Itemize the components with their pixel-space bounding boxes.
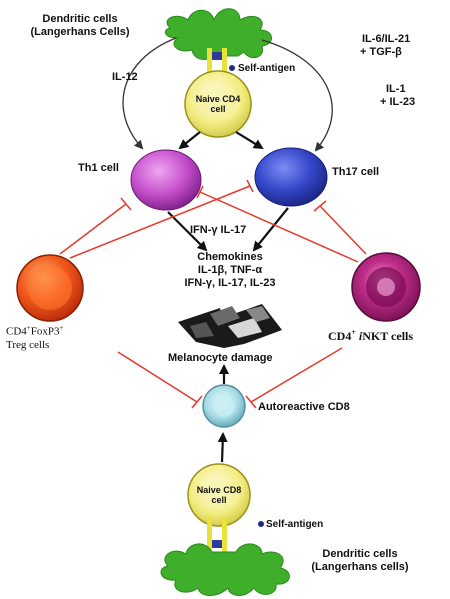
treg-label-line2: Treg cells <box>6 338 50 351</box>
autoreactive-cd8-cell <box>202 384 246 428</box>
il23-label: + IL-23 <box>380 96 416 108</box>
arrow-naive-to-th17 <box>235 131 264 150</box>
ifn-il17-label: IFN-γ IL-17 <box>190 224 247 236</box>
naive-cd4-cell <box>184 70 252 138</box>
top-dendritic-cell <box>164 8 272 82</box>
il12-label: IL-12 <box>112 71 138 83</box>
naive-cd4-label-line2: cell <box>210 104 226 114</box>
bottom-dendritic-label-line1: Dendritic cells <box>322 548 398 560</box>
top-dendritic-label: Dendritic cells (Langerhans Cells) <box>18 13 142 39</box>
treg-prefix: CD4 <box>6 325 27 338</box>
arrow-naive-cd8-to-cd8 <box>217 432 228 463</box>
inhibit-treg-cd8 <box>117 351 203 409</box>
inkt-cell <box>351 252 421 322</box>
th17-cell <box>254 147 328 207</box>
inkt-italic: i <box>358 329 363 343</box>
il6-il21-label: IL-6/IL-21 <box>362 33 411 45</box>
chemokines-block: Chemokines IL-1β, TNF-α IFN-γ, IL-17, IL… <box>150 251 310 290</box>
naive-cd8-label: Naive CD8 cell <box>189 485 249 505</box>
bottom-dendritic-label-line2: (Langerhans cells) <box>311 561 409 573</box>
th17-label: Th17 cell <box>332 166 380 178</box>
inhibit-inkt-cd8 <box>245 347 343 409</box>
treg-label: CD4+FoxP3+ Treg cells <box>6 322 63 352</box>
bottom-dendritic-label: Dendritic cells (Langerhans cells) <box>296 548 424 574</box>
top-dendritic-label-line2: (Langerhans Cells) <box>30 26 130 38</box>
arrow-th17-to-chemokines <box>252 207 289 252</box>
chemokines-title: Chemokines <box>197 251 263 263</box>
self-antigen-bottom-label: Self-antigen <box>266 519 324 530</box>
chemokines-line2: IL-1β, TNF-α <box>197 264 263 276</box>
inhibit-inkt-th1 <box>196 185 359 263</box>
inkt-sup: + <box>351 328 356 337</box>
treg-label-line1: CD4+FoxP3+ <box>6 322 63 339</box>
tgfb-label: + TGF-β <box>360 46 402 58</box>
th1-cell <box>130 149 202 211</box>
arrow-il12 <box>122 37 177 150</box>
il1-label: IL-1 <box>386 83 406 95</box>
treg-sup1: + <box>26 324 31 332</box>
treg-mid: FoxP3 <box>30 325 60 338</box>
chemokines-line3: IFN-γ, IL-17, IL-23 <box>184 277 276 289</box>
treg-sup2: + <box>59 324 64 332</box>
inhibition-lines <box>59 179 367 409</box>
inhibit-treg-th1 <box>59 197 132 255</box>
arrow-naive-to-th1 <box>178 131 201 150</box>
inkt-prefix: CD4 <box>328 329 352 343</box>
naive-cd8-cell <box>187 463 251 527</box>
inkt-rest: NKT cells <box>362 329 414 343</box>
activation-arrows <box>167 131 289 463</box>
naive-cd4-label-line1: Naive CD4 <box>195 94 241 104</box>
arrow-th1-to-chemokines <box>167 211 208 252</box>
naive-cd4-label: Naive CD4 cell <box>186 94 250 114</box>
th1-label: Th1 cell <box>78 162 119 174</box>
cytokine-arrows <box>122 37 333 152</box>
autoreactive-cd8-label: Autoreactive CD8 <box>258 401 350 413</box>
inhibit-inkt-th17 <box>313 200 367 255</box>
treg-cell <box>16 254 84 322</box>
melanocyte-damage-icon <box>178 304 282 348</box>
naive-cd8-label-line2: cell <box>211 495 227 505</box>
inhibit-treg-th17 <box>69 179 254 259</box>
naive-cd8-label-line1: Naive CD8 <box>196 485 242 495</box>
top-dendritic-label-line1: Dendritic cells <box>42 13 118 25</box>
bottom-dendritic-cell <box>160 518 290 596</box>
inkt-label: CD4+ iNKT cells <box>328 326 413 343</box>
arrow-il6-tgfb <box>261 39 333 152</box>
self-antigen-top-label: Self-antigen <box>238 63 296 74</box>
melanocyte-damage-label: Melanocyte damage <box>168 352 273 364</box>
